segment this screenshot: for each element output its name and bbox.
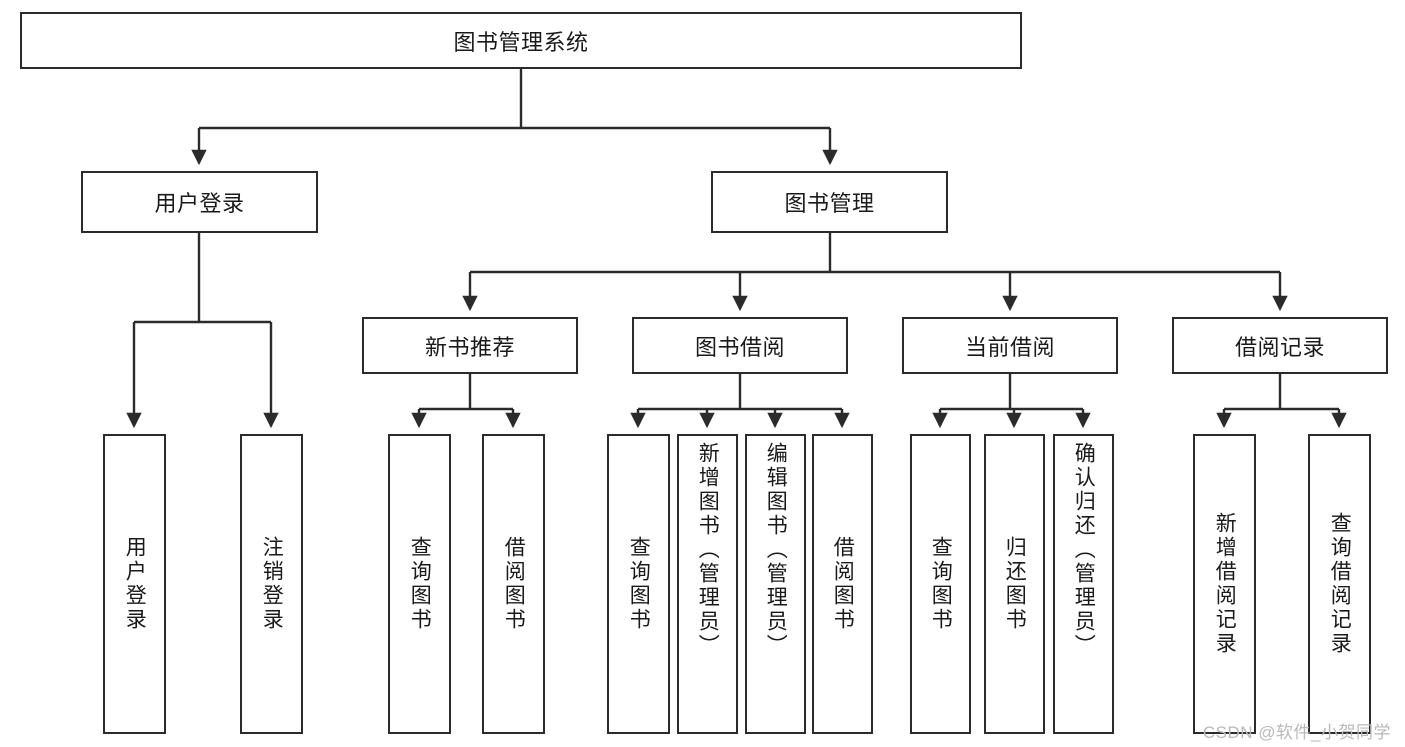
node-leaf-edit-book-admin[interactable]: 编辑图书（管理员）: [745, 434, 806, 734]
node-leaf-add-book-admin[interactable]: 新增图书（管理员）: [677, 434, 738, 734]
node-leaf-edit-book-admin-label: 编辑图书（管理员）: [764, 442, 788, 658]
node-leaf-query-borrow-record-label: 查询借阅记录: [1328, 512, 1352, 656]
node-leaf-confirm-return-admin[interactable]: 确认归还（管理员）: [1053, 434, 1114, 734]
node-leaf-add-book-admin-label: 新增图书（管理员）: [696, 442, 720, 658]
node-book-manage-label: 图书管理: [784, 191, 875, 216]
node-leaf-add-borrow-record-label: 新增借阅记录: [1213, 512, 1237, 656]
node-leaf-query-book-cb[interactable]: 查询图书: [910, 434, 971, 734]
node-current-borrow-label: 当前借阅: [964, 334, 1055, 360]
node-leaf-confirm-return-admin-label: 确认归还（管理员）: [1072, 442, 1096, 658]
node-leaf-query-borrow-record[interactable]: 查询借阅记录: [1308, 434, 1371, 734]
node-new-book-rec[interactable]: 新书推荐: [362, 317, 578, 374]
node-current-borrow[interactable]: 当前借阅: [902, 317, 1118, 374]
node-borrow-record-label: 借阅记录: [1234, 334, 1325, 360]
node-book-manage[interactable]: 图书管理: [711, 171, 948, 233]
node-leaf-query-book-rec-label: 查询图书: [408, 536, 432, 632]
node-leaf-borrow-book-bb[interactable]: 借阅图书: [812, 434, 873, 734]
node-leaf-return-book[interactable]: 归还图书: [984, 434, 1045, 734]
node-leaf-user-login-label: 用户登录: [123, 536, 147, 632]
node-leaf-user-logout[interactable]: 注销登录: [240, 434, 303, 734]
csdn-watermark: CSDN @软件_小贺同学: [1202, 723, 1391, 742]
node-leaf-borrow-book-rec-label: 借阅图书: [502, 536, 526, 632]
node-leaf-query-book-bb-label: 查询图书: [627, 536, 651, 632]
node-leaf-borrow-book-bb-label: 借阅图书: [831, 536, 855, 632]
node-leaf-user-logout-label: 注销登录: [260, 536, 284, 632]
node-leaf-query-book-bb[interactable]: 查询图书: [607, 434, 670, 734]
node-leaf-query-book-rec[interactable]: 查询图书: [388, 434, 451, 734]
node-book-borrow-label: 图书借阅: [694, 334, 785, 360]
node-user-login-label: 用户登录: [154, 191, 245, 216]
node-root[interactable]: 图书管理系统: [20, 12, 1022, 69]
node-borrow-record[interactable]: 借阅记录: [1172, 317, 1388, 374]
node-leaf-user-login[interactable]: 用户登录: [103, 434, 166, 734]
node-user-login[interactable]: 用户登录: [81, 171, 318, 233]
node-book-borrow[interactable]: 图书借阅: [632, 317, 848, 374]
node-new-book-rec-label: 新书推荐: [424, 334, 515, 360]
node-leaf-add-borrow-record[interactable]: 新增借阅记录: [1193, 434, 1256, 734]
node-leaf-return-book-label: 归还图书: [1003, 536, 1027, 632]
node-root-label: 图书管理系统: [453, 29, 589, 55]
node-leaf-query-book-cb-label: 查询图书: [929, 536, 953, 632]
node-leaf-borrow-book-rec[interactable]: 借阅图书: [482, 434, 545, 734]
